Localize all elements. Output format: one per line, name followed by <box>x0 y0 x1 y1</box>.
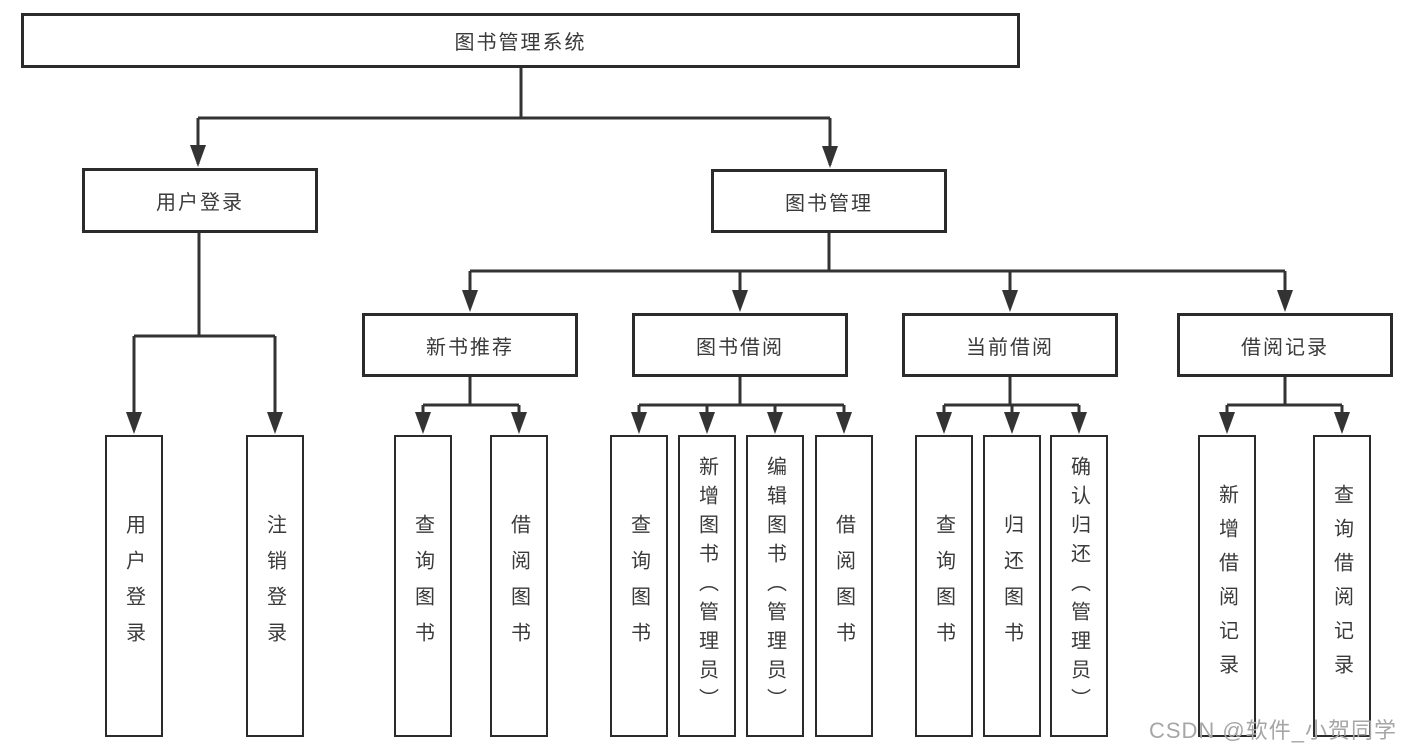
leaf-edit-book-admin: 编辑图书（管理员） <box>746 435 804 737</box>
leaf-user-login: 用户登录 <box>105 435 163 737</box>
node-label: 新增借阅记录 <box>1215 484 1238 688</box>
node-root: 图书管理系统 <box>21 13 1020 68</box>
node-book-borrow: 图书借阅 <box>632 313 848 377</box>
node-label: 确认归还（管理员） <box>1067 455 1090 717</box>
node-label: 查询图书 <box>627 514 650 658</box>
node-label: 新增图书（管理员） <box>695 455 718 717</box>
arrowhead <box>1071 412 1087 434</box>
arrowhead <box>1277 290 1293 312</box>
leaf-current-query-book: 查询图书 <box>915 435 973 737</box>
node-label: 查询图书 <box>411 514 434 658</box>
node-label: 借阅图书 <box>832 514 855 658</box>
node-label: 用户登录 <box>122 514 145 658</box>
arrowhead <box>1002 290 1018 312</box>
node-label: 查询图书 <box>932 514 955 658</box>
arrowhead <box>415 412 431 434</box>
arrowhead <box>767 412 783 434</box>
node-borrow-record: 借阅记录 <box>1177 313 1393 377</box>
arrowhead <box>511 412 527 434</box>
arrowhead <box>699 412 715 434</box>
node-label: 归还图书 <box>1000 514 1023 658</box>
node-label: 用户登录 <box>156 192 244 214</box>
arrowhead <box>1219 412 1235 434</box>
leaf-confirm-return-admin: 确认归还（管理员） <box>1050 435 1108 737</box>
arrowhead <box>732 290 748 312</box>
node-label: 当前借阅 <box>966 336 1054 359</box>
node-label: 借阅记录 <box>1241 336 1329 359</box>
arrowhead <box>1004 412 1020 434</box>
watermark: CSDN @软件_小贺同学 <box>1148 718 1397 743</box>
leaf-logout: 注销登录 <box>246 435 304 737</box>
leaf-borrow-borrow-book: 借阅图书 <box>815 435 873 737</box>
node-label: 新书推荐 <box>426 336 514 359</box>
node-label: 图书管理 <box>785 192 873 215</box>
arrowhead <box>126 412 142 434</box>
leaf-query-borrow-record: 查询借阅记录 <box>1313 435 1371 737</box>
node-label: 编辑图书（管理员） <box>763 455 786 717</box>
leaf-add-book-admin: 新增图书（管理员） <box>678 435 736 737</box>
arrowhead <box>836 412 852 434</box>
node-book-management: 图书管理 <box>711 169 947 233</box>
arrowhead <box>936 412 952 434</box>
leaf-recommend-query-book: 查询图书 <box>394 435 452 737</box>
arrowhead <box>822 146 838 168</box>
leaf-return-book: 归还图书 <box>983 435 1041 737</box>
node-user-login: 用户登录 <box>82 168 318 233</box>
arrowhead <box>267 412 283 434</box>
node-label: 图书管理系统 <box>454 32 587 54</box>
leaf-recommend-borrow-book: 借阅图书 <box>490 435 548 737</box>
node-label: 借阅图书 <box>507 514 530 658</box>
node-label: 注销登录 <box>263 514 286 658</box>
leaf-borrow-query-book: 查询图书 <box>610 435 668 737</box>
node-label: 图书借阅 <box>696 336 784 359</box>
node-new-book-recommend: 新书推荐 <box>362 313 578 377</box>
arrowhead <box>462 290 478 312</box>
arrowhead <box>631 412 647 434</box>
arrowhead <box>190 145 206 167</box>
arrowhead <box>1334 412 1350 434</box>
leaf-add-borrow-record: 新增借阅记录 <box>1198 435 1256 737</box>
node-label: 查询借阅记录 <box>1330 484 1353 688</box>
node-current-borrow: 当前借阅 <box>902 313 1118 377</box>
